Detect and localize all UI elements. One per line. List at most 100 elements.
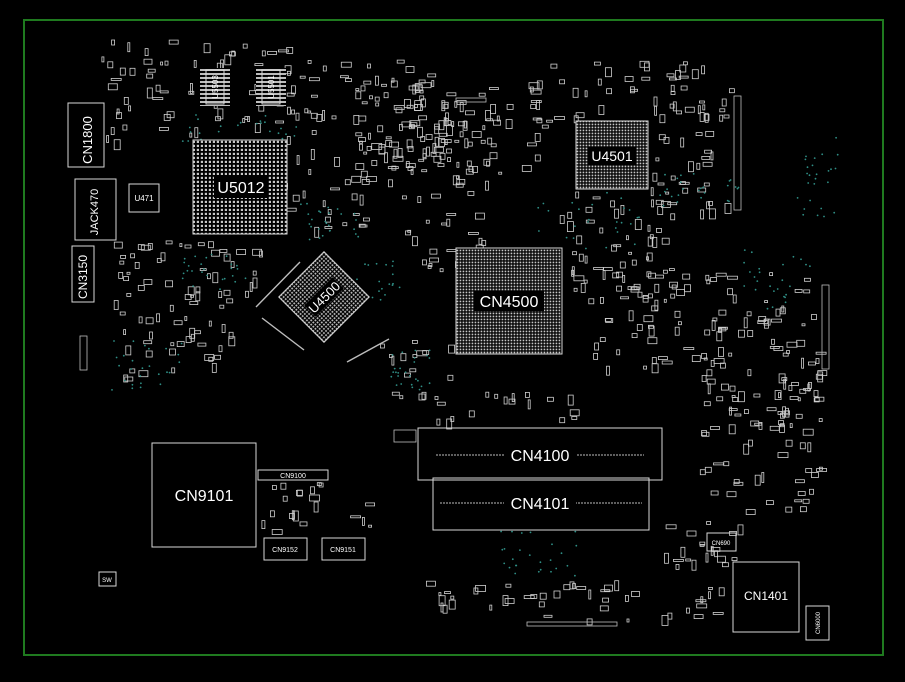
- passive-component: [439, 268, 444, 273]
- passive-component: [528, 82, 540, 90]
- passive-component: [569, 409, 580, 417]
- via-dot: [384, 294, 386, 296]
- switch-sw: SW: [98, 571, 117, 587]
- passive-component: [648, 293, 653, 299]
- connector-cn1401: CN1401: [732, 561, 800, 633]
- via-dot: [736, 187, 739, 190]
- via-dot: [753, 276, 756, 278]
- via-dot: [514, 572, 517, 575]
- passive-component: [165, 280, 174, 288]
- via-dot: [549, 559, 552, 561]
- passive-component: [697, 105, 701, 115]
- passive-component: [434, 396, 439, 400]
- passive-component: [782, 406, 786, 418]
- via-dot: [188, 126, 191, 129]
- passive-component: [128, 105, 132, 112]
- passive-component: [361, 101, 368, 105]
- passive-component: [703, 182, 710, 187]
- passive-component: [134, 261, 140, 269]
- passive-component: [267, 51, 278, 55]
- passive-component: [129, 67, 136, 76]
- passive-component: [113, 139, 121, 151]
- via-dot: [236, 268, 239, 270]
- passive-component: [777, 452, 789, 459]
- passive-component: [140, 244, 151, 251]
- passive-component: [682, 187, 689, 194]
- passive-component: [718, 587, 725, 597]
- via-dot: [139, 386, 142, 389]
- passive-component: [594, 61, 601, 66]
- via-dot: [354, 233, 357, 235]
- passive-component: [152, 97, 164, 100]
- via-dot: [181, 277, 184, 280]
- via-dot: [328, 230, 331, 232]
- passive-component: [593, 352, 598, 360]
- passive-component: [448, 599, 456, 610]
- passive-component: [731, 557, 738, 561]
- passive-component: [407, 165, 414, 171]
- via-dot: [187, 140, 190, 142]
- passive-component: [602, 597, 609, 603]
- via-dot: [743, 261, 745, 264]
- via-dot: [148, 347, 150, 350]
- passive-component: [628, 251, 632, 255]
- passive-component: [572, 87, 579, 98]
- passive-component: [465, 168, 474, 175]
- via-dot: [391, 273, 394, 276]
- passive-component: [466, 160, 472, 167]
- via-dot: [820, 207, 823, 210]
- via-dot: [591, 203, 594, 206]
- chip-u471: U471: [128, 183, 160, 213]
- passive-component: [758, 316, 767, 322]
- via-dot: [614, 227, 617, 229]
- via-dot: [605, 246, 608, 249]
- via-dot: [426, 354, 429, 357]
- passive-component: [144, 48, 149, 56]
- passive-component: [457, 121, 465, 127]
- passive-component: [620, 296, 629, 300]
- via-dot: [662, 204, 665, 207]
- passive-component: [407, 146, 414, 152]
- passive-component: [708, 587, 713, 590]
- passive-component: [674, 326, 680, 336]
- passive-component: [709, 208, 716, 220]
- via-dot: [636, 216, 639, 219]
- passive-component: [299, 521, 308, 527]
- passive-component: [193, 60, 197, 68]
- via-dot: [814, 177, 817, 180]
- passive-component: [173, 320, 183, 326]
- passive-component: [654, 105, 657, 116]
- via-dot: [508, 566, 511, 569]
- passive-component: [446, 218, 451, 227]
- passive-component: [185, 336, 192, 344]
- passive-component: [409, 368, 417, 373]
- via-dot: [529, 531, 532, 534]
- via-dot: [629, 223, 632, 225]
- passive-component: [287, 106, 291, 115]
- passive-component: [797, 491, 806, 496]
- passive-component: [670, 213, 676, 221]
- via-dot: [528, 554, 531, 556]
- passive-component: [426, 146, 430, 157]
- passive-component: [325, 216, 331, 223]
- via-dot: [796, 197, 799, 199]
- passive-component: [309, 494, 320, 502]
- passive-component: [648, 324, 654, 329]
- passive-component: [572, 251, 577, 256]
- passive-component: [308, 77, 320, 82]
- via-dot: [638, 216, 640, 219]
- via-dot: [157, 373, 160, 376]
- passive-component: [655, 199, 664, 205]
- passive-component: [505, 583, 512, 588]
- connector-cn9152: CN9152: [263, 537, 308, 561]
- passive-component: [444, 591, 451, 594]
- passive-component: [405, 66, 415, 73]
- passive-component: [630, 86, 635, 94]
- passive-component: [324, 226, 333, 229]
- jack470-label: JACK470: [89, 189, 101, 235]
- passive-component: [496, 115, 500, 122]
- passive-component: [631, 333, 638, 339]
- passive-component: [700, 596, 704, 604]
- via-dot: [225, 255, 228, 258]
- passive-component: [156, 257, 162, 263]
